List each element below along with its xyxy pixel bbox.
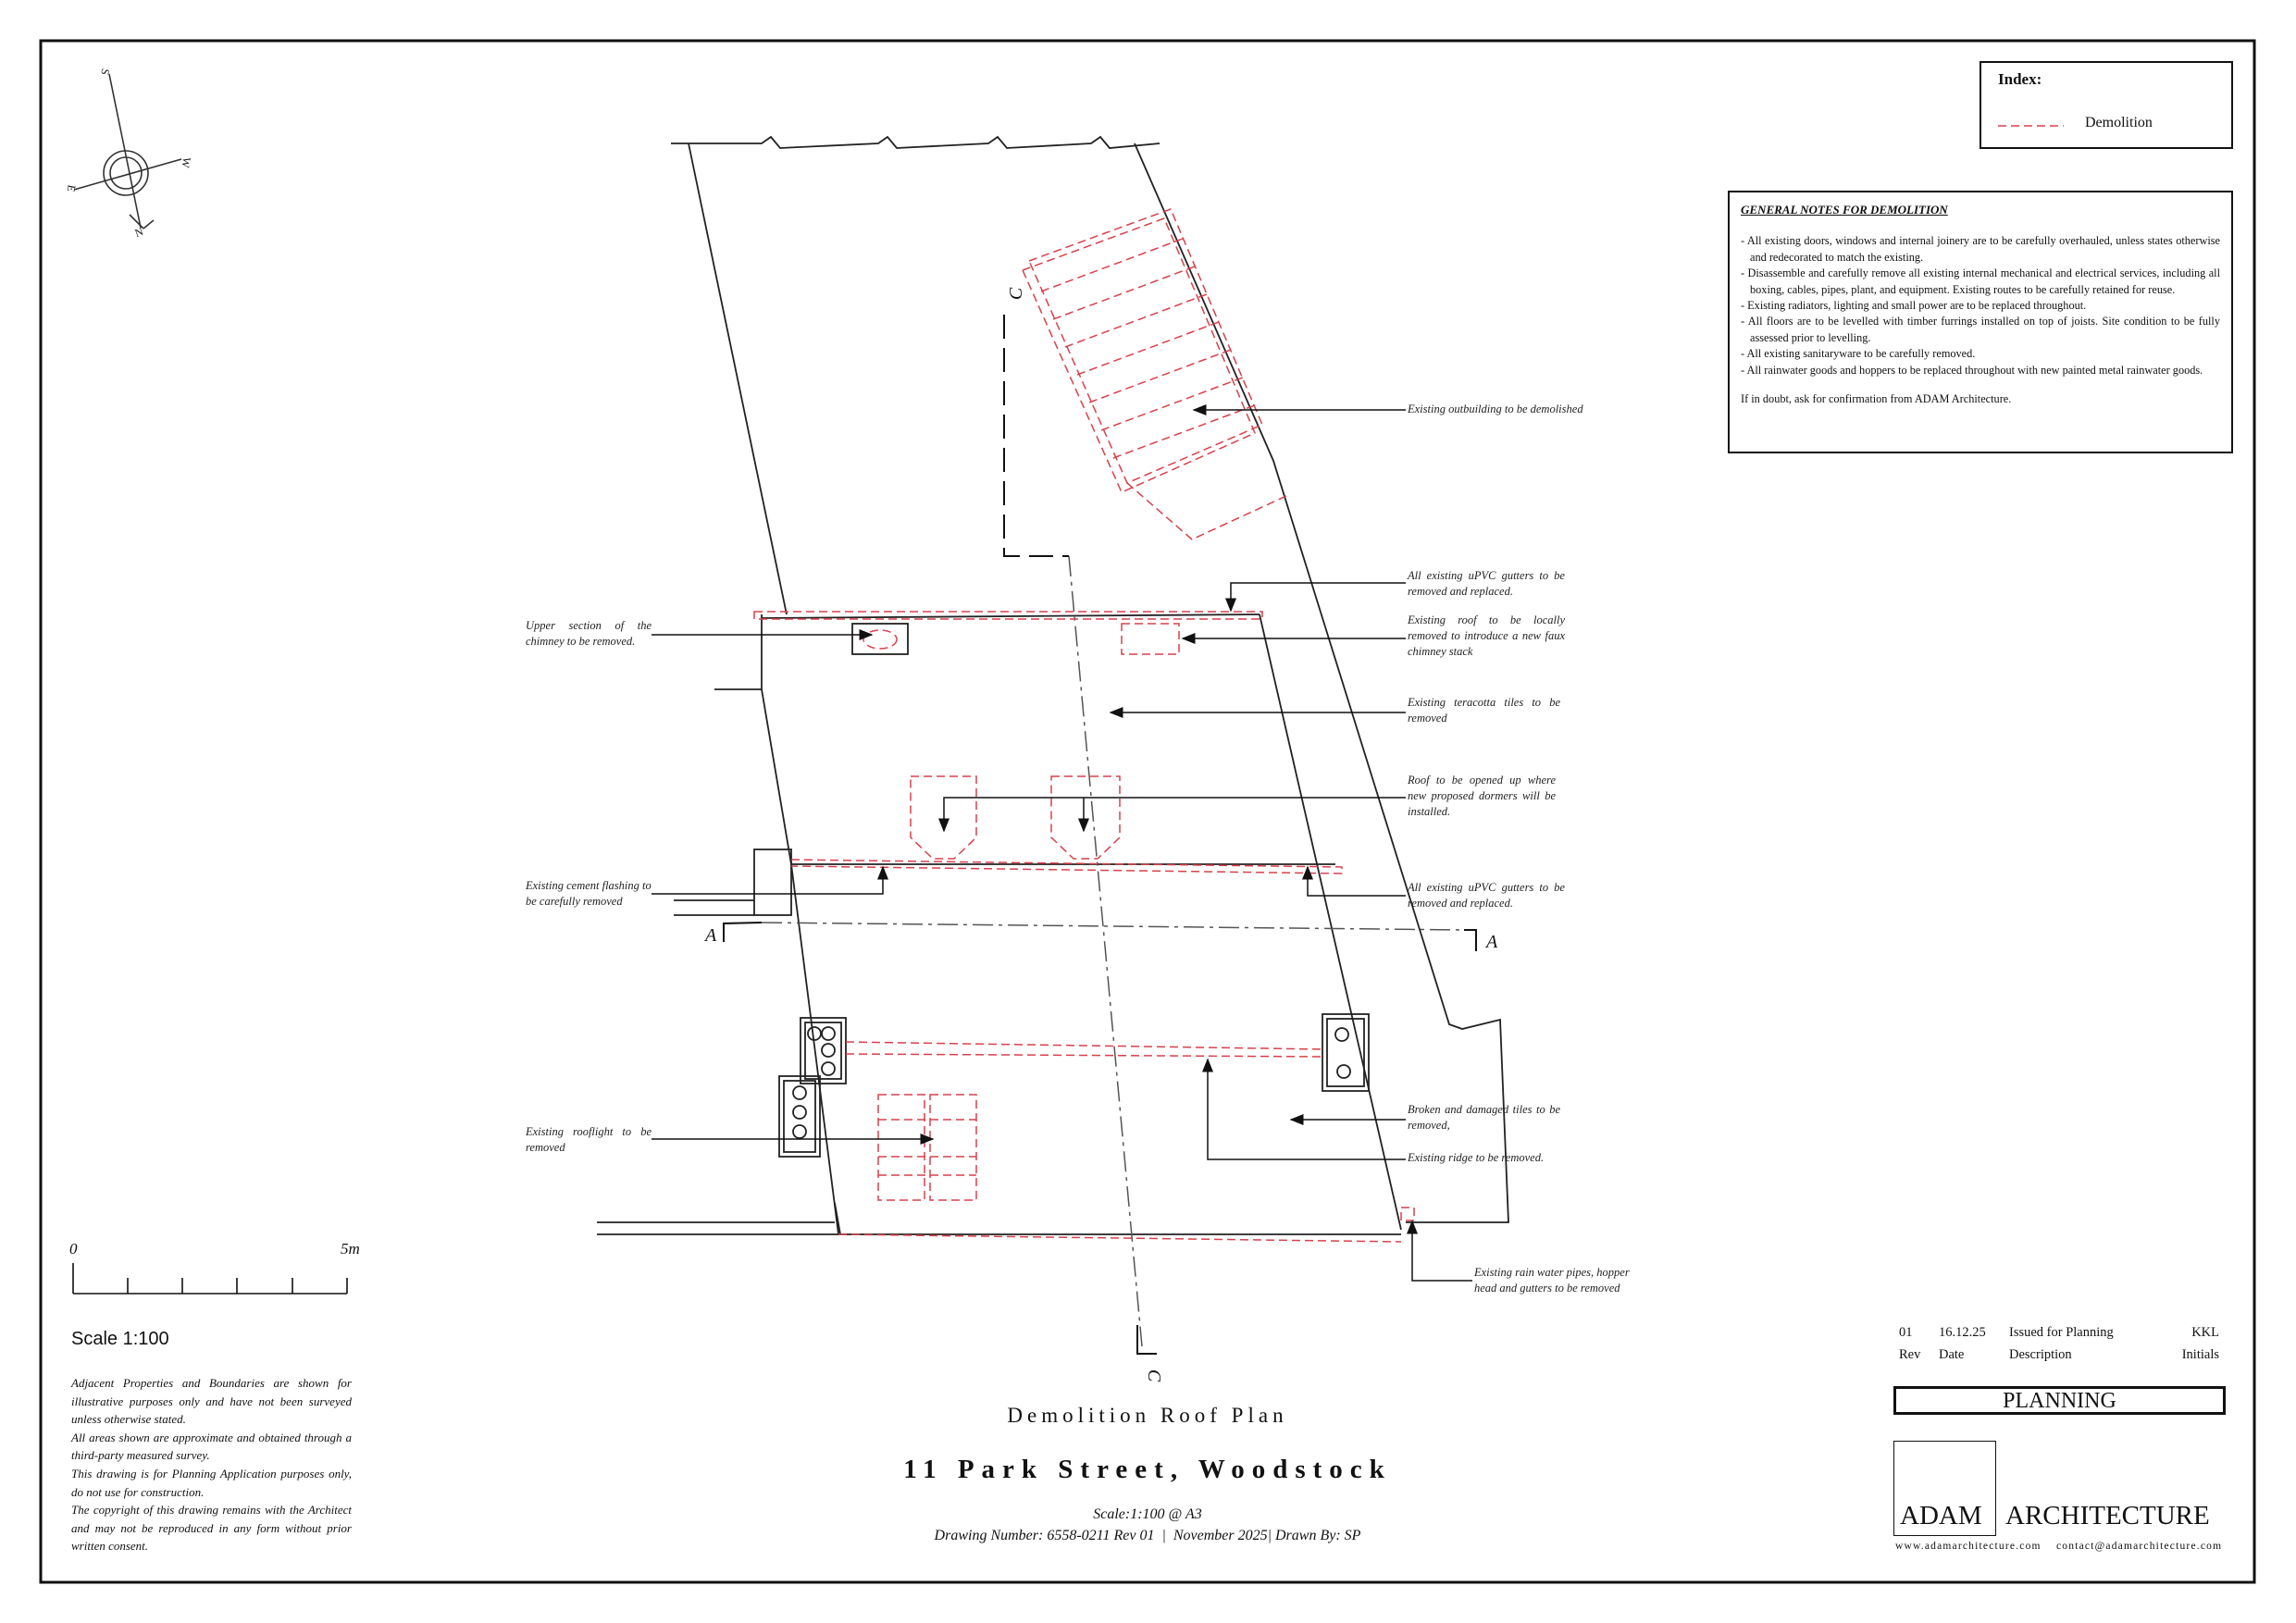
annotation-rain-pipes: Existing rain water pipes, hopper head a… — [1474, 1266, 1630, 1295]
date-header: Date — [1939, 1347, 1965, 1362]
rev-number: 01 — [1899, 1325, 1913, 1340]
description-header: Description — [2009, 1347, 2072, 1362]
annotation-rooflight: Existing rooflight to be removed — [526, 1125, 652, 1154]
scale-bar-end: 5m — [341, 1240, 360, 1258]
annotation-chimney: Upper section of the chimney to be remov… — [526, 619, 652, 648]
annotation-gutters-top: All existing uPVC gutters to be removed … — [1408, 569, 1565, 598]
dormer-opening — [910, 775, 977, 860]
annotation-broken-tiles: Broken and damaged tiles to be removed, — [1408, 1103, 1560, 1132]
annotation-ridge: Existing ridge to be removed. — [1408, 1151, 1545, 1164]
scale-bar — [72, 1263, 348, 1295]
scale-bar-start: 0 — [69, 1240, 78, 1258]
index-title: Index: — [1998, 70, 2042, 88]
dormer-opening — [1050, 775, 1121, 860]
note-item: - All existing doors, windows and intern… — [1741, 234, 2220, 264]
note-item: - All floors are to be levelled with tim… — [1741, 315, 2220, 344]
drawing-info: Drawing Number: 6558-0211 Rev 01 | Novem… — [934, 1528, 1361, 1543]
north-arrow-icon — [73, 73, 182, 229]
vent-stack-right — [1322, 1013, 1370, 1092]
vent-stack-left — [778, 1017, 847, 1158]
note-item: - Disassemble and carefully remove all e… — [1741, 266, 2220, 296]
compass-west: W — [179, 155, 194, 169]
section-c-bottom: C — [1144, 1369, 1165, 1382]
logo-box — [1893, 1441, 1996, 1536]
rev-date: 16.12.25 — [1939, 1325, 1986, 1340]
faux-chimney — [1121, 623, 1180, 655]
section-lines — [723, 315, 1477, 1355]
disclaimer-line: Adjacent Properties and Boundaries are s… — [71, 1376, 352, 1427]
scale-label: Scale 1:100 — [71, 1329, 169, 1349]
general-notes: GENERAL NOTES FOR DEMOLITION - All exist… — [1728, 191, 2233, 453]
existing-building-outline — [597, 135, 1509, 1235]
annotation-faux-chimney: Existing roof to be locally removed to i… — [1408, 613, 1565, 658]
annotation-flashing: Existing cement flashing to be carefully… — [526, 879, 652, 908]
index-legend-demolition: Demolition — [2085, 115, 2153, 130]
disclaimer-line: This drawing is for Planning Application… — [71, 1466, 352, 1499]
annotation-gutters-mid: All existing uPVC gutters to be removed … — [1408, 881, 1565, 910]
logo-adam: ADAM — [1900, 1501, 1982, 1530]
notes-footer: If in doubt, ask for confirmation from A… — [1741, 392, 2012, 406]
initials-header: Initials — [2181, 1347, 2219, 1362]
section-c-top: C — [1006, 287, 1027, 301]
section-a-left: A — [705, 925, 717, 946]
rev-description: Issued for Planning — [2009, 1325, 2114, 1340]
annotation-teracotta: Existing teracotta tiles to be removed — [1408, 696, 1560, 725]
email-link[interactable]: contact@adamarchitecture.com — [2056, 1541, 2223, 1552]
disclaimer-notes: Adjacent Properties and Boundaries are s… — [71, 1374, 352, 1555]
scale-info: Scale:1:100 @ A3 — [1093, 1506, 1202, 1522]
demolition-elements — [753, 208, 1415, 1243]
rooflight — [877, 1094, 977, 1201]
chimney — [851, 623, 909, 655]
sheet-border — [39, 39, 2256, 1584]
annotation-outbuilding: Existing outbuilding to be demolished — [1408, 403, 1583, 415]
note-item: - Existing radiators, lighting and small… — [1741, 299, 2087, 313]
disclaimer-line: All areas shown are approximate and obta… — [71, 1430, 352, 1463]
index-box — [1980, 61, 2233, 149]
notes-title: GENERAL NOTES FOR DEMOLITION — [1741, 203, 1948, 217]
website-link[interactable]: www.adamarchitecture.com — [1895, 1541, 2042, 1552]
rev-initials: KKL — [2191, 1325, 2219, 1340]
status-badge: PLANNING — [1893, 1386, 2226, 1415]
rev-header: Rev — [1899, 1347, 1921, 1362]
annotation-dormers: Roof to be opened up where new proposed … — [1408, 774, 1556, 818]
leader-lines — [652, 404, 1472, 1282]
project-title: 11 Park Street, Woodstock — [903, 1455, 1392, 1484]
note-item: - All existing sanitaryware to be carefu… — [1741, 347, 1976, 361]
disclaimer-line: The copyright of this drawing remains wi… — [71, 1503, 352, 1554]
logo-architecture: ARCHITECTURE — [2005, 1501, 2210, 1530]
note-item: - All rainwater goods and hoppers to be … — [1741, 363, 2203, 377]
drawing-title: Demolition Roof Plan — [1007, 1404, 1288, 1427]
section-a-right: A — [1486, 932, 1498, 952]
